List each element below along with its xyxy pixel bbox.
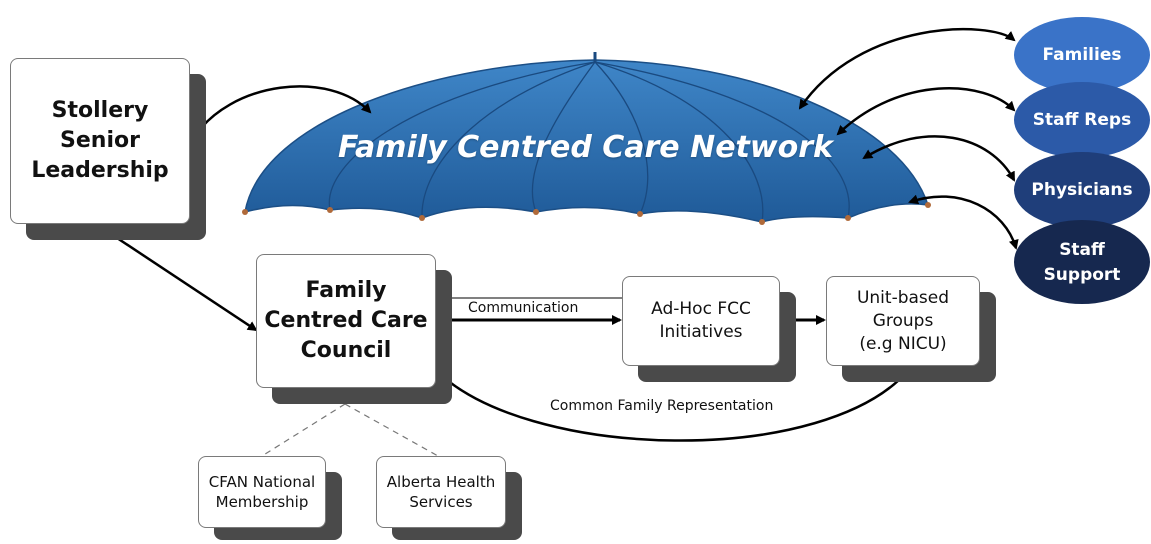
stollery-label: Stollery Senior Leadership	[31, 98, 169, 183]
oval-physicians	[1014, 152, 1150, 228]
cfan-box: CFAN National Membership	[198, 456, 326, 528]
ahs-box: Alberta Health Services	[376, 456, 506, 528]
unit-groups-box: Unit-based Groups (e.g NICU)	[826, 276, 980, 366]
communication-label: Communication	[468, 300, 579, 316]
arrow-staff-reps	[836, 87, 1016, 136]
common-rep-label: Common Family Representation	[550, 398, 774, 414]
oval-label-staff-support: Staff Support	[1043, 240, 1121, 285]
ahs-label: Alberta Health Services	[386, 473, 496, 511]
adhoc-label: Ad-Hoc FCC Initiatives	[651, 299, 751, 342]
arrow-stollery-council	[94, 222, 258, 332]
oval-label-families: Families	[1042, 44, 1122, 65]
oval-staff-support	[1014, 220, 1150, 304]
network-title: Family Centred Care Network	[338, 130, 833, 165]
council-box: Family Centred Care Council	[256, 254, 436, 388]
adhoc-box: Ad-Hoc FCC Initiatives	[622, 276, 780, 366]
arrow-stollery-network	[190, 85, 372, 142]
arrow-common-representation	[432, 364, 914, 442]
stollery-box: Stollery Senior Leadership	[10, 58, 190, 224]
arrow-staff-support	[908, 194, 1019, 250]
oval-label-staff-reps: Staff Reps	[1032, 109, 1132, 130]
dashed-line-ahs	[344, 403, 439, 457]
cfan-label: CFAN National Membership	[208, 473, 316, 511]
arrow-families	[798, 28, 1016, 110]
oval-staff-reps	[1014, 82, 1150, 158]
council-label: Family Centred Care Council	[264, 278, 428, 363]
oval-families	[1014, 17, 1150, 93]
unit-groups-label: Unit-based Groups (e.g NICU)	[856, 287, 950, 354]
arrow-physicians	[862, 135, 1016, 182]
dashed-line-cfan	[261, 403, 346, 457]
oval-label-physicians: Physicians	[1031, 179, 1133, 200]
